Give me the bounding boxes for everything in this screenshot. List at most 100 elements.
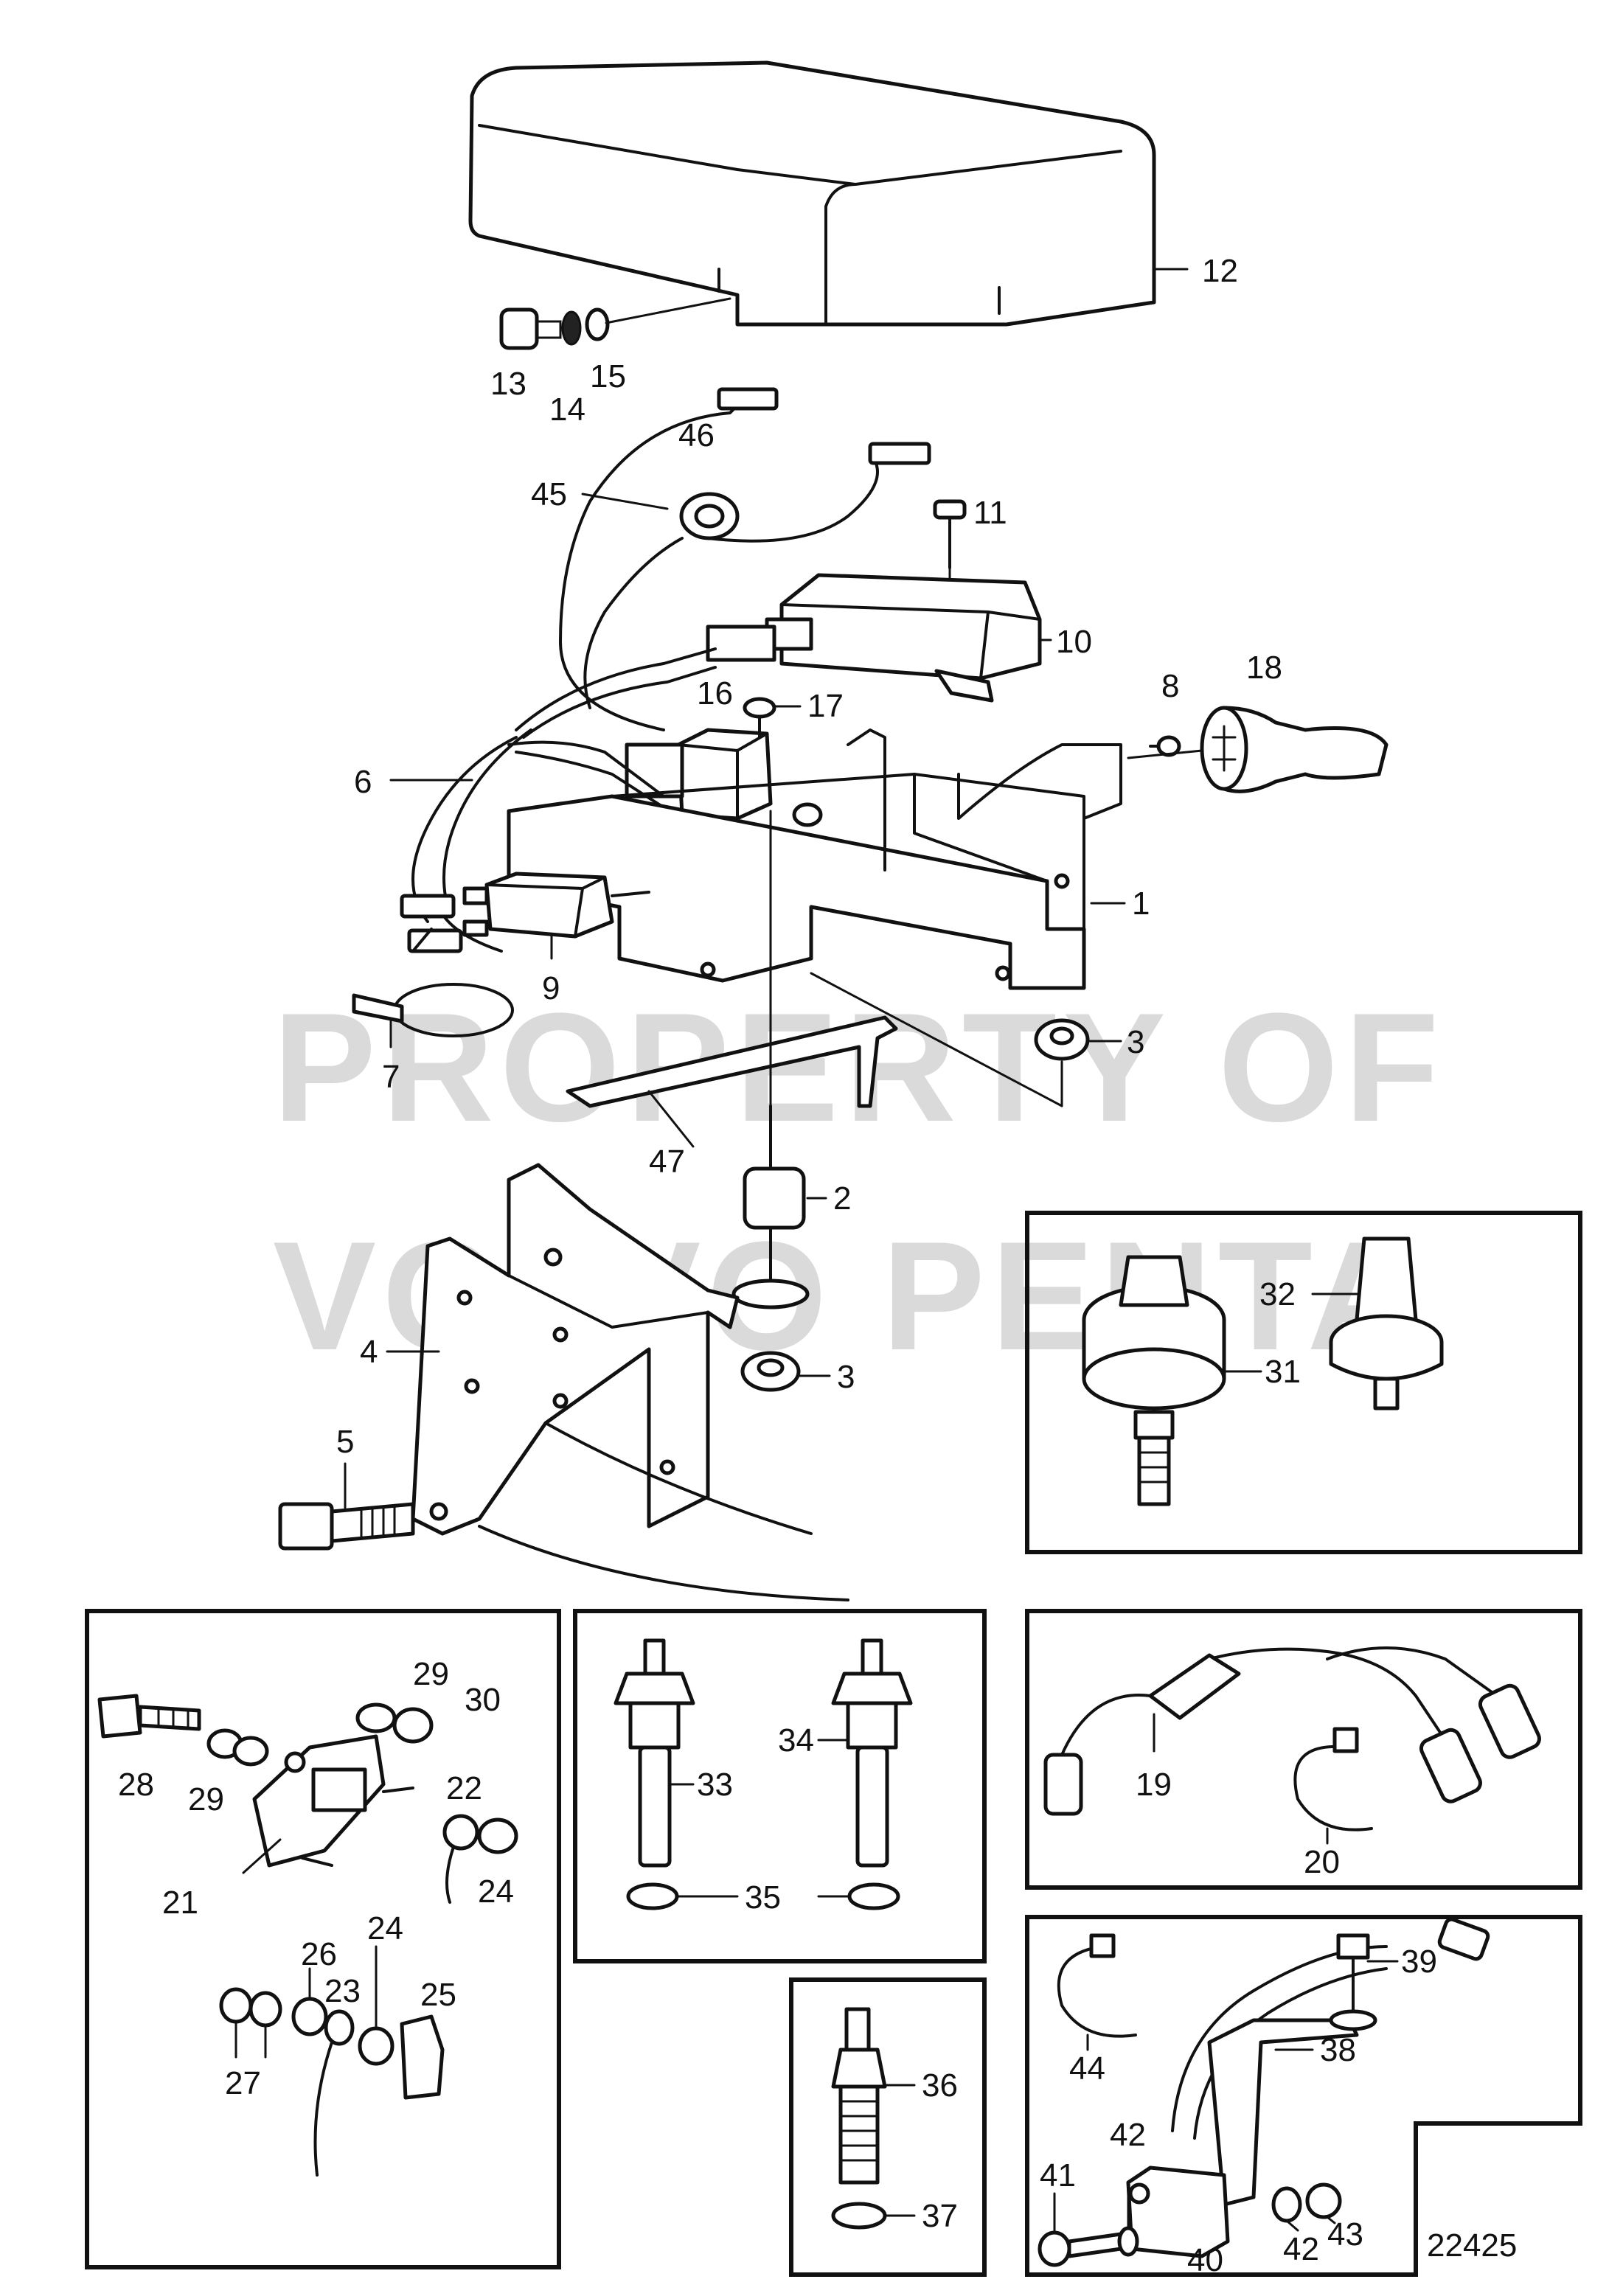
callout-9: 9 <box>542 970 560 1006</box>
callout-24-lower: 24 <box>367 1910 403 1947</box>
bracket-part-1 <box>507 728 1122 990</box>
callout-38: 38 <box>1320 2032 1356 2068</box>
cable-part-19 <box>1043 1646 1541 1816</box>
leader-3-diag <box>810 972 1063 1107</box>
connector-part-18 <box>1200 706 1389 793</box>
nut-part-24-upper <box>477 1817 518 1854</box>
callout-1: 1 <box>1132 886 1150 922</box>
cable-clamp-part-20 <box>1293 1727 1373 1831</box>
sensor-box-36-37 <box>789 1977 987 2277</box>
temp-sensor-part-36 <box>831 2007 887 2185</box>
grommet-part-46 <box>679 492 740 540</box>
terminal-box-21-30 <box>85 1609 561 2269</box>
leader-cover-stud <box>605 297 731 324</box>
callout-41: 41 <box>1040 2157 1076 2194</box>
nut-part-3-lower <box>740 1351 801 1392</box>
strap-part-47 <box>566 1015 898 1108</box>
callout-8: 8 <box>1161 668 1179 704</box>
callout-29-right: 29 <box>413 1656 449 1692</box>
leader-47 <box>647 1090 695 1148</box>
callout-33: 33 <box>697 1767 733 1803</box>
cable-tie-part-7 <box>352 983 514 1037</box>
callout-34: 34 <box>778 1722 814 1758</box>
nut-part-24-lower <box>358 2026 395 2066</box>
reference-number: 22425 <box>1427 2227 1517 2264</box>
callout-15: 15 <box>590 358 626 394</box>
nut-part-3-upper <box>1034 1018 1090 1061</box>
bolt-part-28 <box>97 1694 201 1739</box>
pressure-sensor-part-31 <box>1082 1255 1226 1506</box>
callout-7: 7 <box>382 1059 400 1095</box>
temp-sender-part-34 <box>831 1638 913 1868</box>
callout-2: 2 <box>833 1180 851 1217</box>
callout-11: 11 <box>973 495 1007 531</box>
pressure-sensor-part-32 <box>1329 1236 1444 1410</box>
washer-part-14 <box>561 310 582 346</box>
callout-22: 22 <box>446 1770 482 1806</box>
callout-10: 10 <box>1056 624 1092 660</box>
callout-26: 26 <box>301 1936 337 1972</box>
terminal-block-part-21 <box>252 1734 414 1868</box>
temp-sender-box-33-35 <box>573 1609 987 1963</box>
rubber-mount-part-2 <box>731 810 810 1309</box>
washer-part-15 <box>585 307 610 341</box>
leader-18-to-socket <box>1127 749 1203 759</box>
callout-32: 32 <box>1259 1276 1296 1312</box>
callout-17: 17 <box>807 688 844 724</box>
watermark-line-1: PROPERTY OF <box>273 981 1445 1154</box>
callout-27: 27 <box>225 2065 261 2101</box>
screw-part-39 <box>1329 1933 1377 2031</box>
relay-part-9 <box>462 872 650 939</box>
callout-13: 13 <box>490 366 526 402</box>
leader-42b <box>1285 2219 1299 2232</box>
washer-part-29-right <box>355 1702 397 1733</box>
nut-part-30 <box>392 1707 434 1744</box>
callout-3-upper: 3 <box>1127 1024 1144 1060</box>
callout-18: 18 <box>1246 650 1282 686</box>
callout-14: 14 <box>549 392 585 428</box>
washer-part-26 <box>291 1997 328 2036</box>
callout-35: 35 <box>745 1879 781 1916</box>
cable-box-19-20 <box>1025 1609 1582 1890</box>
callout-40: 40 <box>1187 2242 1223 2278</box>
cable-lug-part-23 <box>313 2009 355 2177</box>
control-unit-part-10 <box>706 573 1042 703</box>
callout-31: 31 <box>1265 1354 1301 1390</box>
knob-part-13 <box>499 307 562 350</box>
switch-box-38-44 <box>1025 1915 1582 2277</box>
protective-cap-part-25 <box>400 2014 445 2100</box>
callout-20: 20 <box>1304 1844 1340 1880</box>
callout-4: 4 <box>360 1334 378 1370</box>
switch-bracket-part-38 <box>1171 1917 1490 2207</box>
callout-39: 39 <box>1401 1944 1437 1980</box>
callout-3-lower: 3 <box>837 1359 855 1395</box>
callout-5: 5 <box>336 1424 354 1460</box>
washer-part-42 <box>1271 2186 1302 2223</box>
callout-28: 28 <box>118 1767 154 1803</box>
callout-47: 47 <box>649 1144 685 1180</box>
callout-36: 36 <box>922 2067 958 2104</box>
bolt-part-5 <box>278 1502 415 1551</box>
harness-part-45 <box>559 387 931 731</box>
callout-23: 23 <box>324 1973 361 2009</box>
harness-plugs <box>400 894 463 953</box>
callout-45: 45 <box>531 476 567 512</box>
callout-44: 44 <box>1069 2050 1105 2087</box>
nut-part-43 <box>1305 2182 1342 2219</box>
callout-46: 46 <box>678 417 715 453</box>
leader-21 <box>242 1838 282 1874</box>
callout-19: 19 <box>1136 1767 1172 1803</box>
leader-45 <box>581 493 669 510</box>
screw-part-41 <box>1038 2226 1139 2267</box>
screw-part-17 <box>743 697 776 739</box>
washers-part-29-left <box>206 1728 269 1767</box>
sensor-box-31-32 <box>1025 1211 1582 1554</box>
cable-lug-part-22 <box>442 1814 479 1904</box>
callout-21: 21 <box>162 1885 198 1921</box>
callout-12: 12 <box>1202 253 1238 289</box>
callout-6: 6 <box>354 764 372 800</box>
callout-29-left: 29 <box>188 1781 224 1817</box>
callout-37: 37 <box>922 2198 958 2234</box>
callout-25: 25 <box>420 1977 456 2013</box>
